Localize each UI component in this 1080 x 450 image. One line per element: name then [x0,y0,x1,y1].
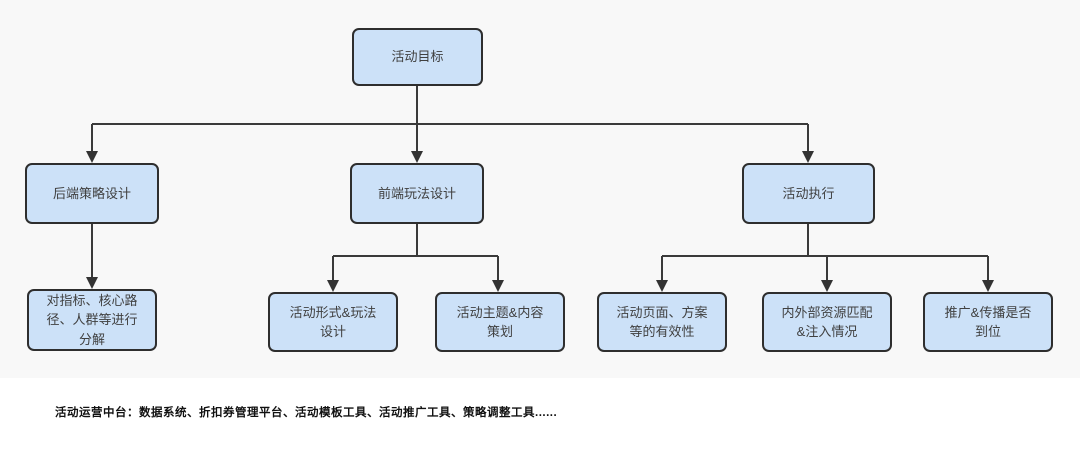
node-activity-goal-label: 活动目标 [391,49,444,65]
node-promotion-spread-in-place-label: 推广&传播是否到位 [944,304,1032,340]
node-frontend-gameplay-design-label: 前端玩法设计 [377,185,456,201]
node-theme-content-planning: 活动主题&内容策划 [435,292,565,352]
node-activity-format-gameplay-label: 活动形式&玩法设计 [289,304,377,340]
node-frontend-gameplay-design: 前端玩法设计 [350,163,484,224]
node-activity-execution-label: 活动执行 [782,185,835,201]
node-page-plan-effectiveness: 活动页面、方案等的有效性 [597,292,727,352]
node-activity-goal: 活动目标 [352,28,483,86]
node-metric-decomposition-label: 对指标、核心路径、人群等进行分解 [46,292,138,347]
node-metric-decomposition: 对指标、核心路径、人群等进行分解 [27,289,157,351]
node-activity-format-gameplay: 活动形式&玩法设计 [268,292,398,352]
node-resource-matching-injection-label: 内外部资源匹配&注入情况 [781,304,873,340]
node-theme-content-planning-label: 活动主题&内容策划 [456,304,544,340]
node-backend-strategy-design: 后端策略设计 [25,163,159,224]
node-activity-execution: 活动执行 [742,163,875,224]
footer-note: 活动运营中台：数据系统、折扣券管理平台、活动模板工具、活动推广工具、策略调整工具… [55,407,558,419]
node-promotion-spread-in-place: 推广&传播是否到位 [923,292,1053,352]
node-resource-matching-injection: 内外部资源匹配&注入情况 [762,292,892,352]
node-backend-strategy-design-label: 后端策略设计 [52,185,131,201]
node-page-plan-effectiveness-label: 活动页面、方案等的有效性 [616,304,708,340]
